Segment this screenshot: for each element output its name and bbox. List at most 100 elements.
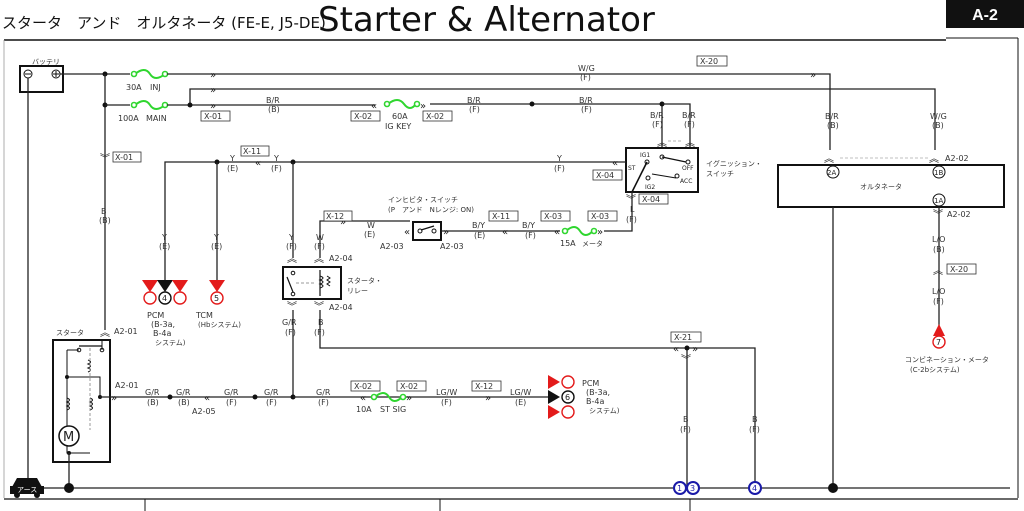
connector-chevron-icon: » bbox=[443, 227, 449, 238]
destination-pcm-4[interactable]: 4 PCM (B-3a, B-4a システム) bbox=[142, 280, 188, 347]
connector-chevron-icon: « bbox=[673, 344, 679, 355]
svg-text:LG/W: LG/W bbox=[436, 388, 457, 397]
svg-text:Y: Y bbox=[288, 233, 294, 242]
connector-x02 bbox=[350, 110, 381, 122]
connector-chevron-icon: » bbox=[692, 344, 698, 355]
connector-chevron-icon: ︽ bbox=[657, 138, 667, 149]
connector-chevron-icon: » bbox=[210, 85, 216, 96]
connector-chevron-icon: ︾ bbox=[626, 194, 636, 206]
motor-icon bbox=[58, 425, 80, 447]
svg-text:(F): (F) bbox=[441, 398, 452, 407]
svg-text:(F): (F) bbox=[271, 164, 282, 173]
connector-chevron-icon: ︽ bbox=[100, 328, 110, 339]
svg-text:G/R: G/R bbox=[224, 388, 239, 397]
wire-label: (F) bbox=[580, 73, 591, 82]
svg-text:(B): (B) bbox=[268, 105, 280, 114]
ground-point-1[interactable]: 1 bbox=[673, 481, 687, 495]
svg-text:(Hbシステム): (Hbシステム) bbox=[198, 321, 241, 329]
svg-text:(E): (E) bbox=[474, 231, 485, 240]
connector-chevron-icon: « bbox=[502, 227, 508, 238]
connector-x12 bbox=[471, 380, 502, 392]
connector-chevron-icon: « bbox=[255, 158, 261, 169]
connector-x11 bbox=[240, 145, 270, 157]
connector-x01 bbox=[200, 110, 231, 122]
svg-text:3: 3 bbox=[690, 484, 695, 493]
ground-point-3[interactable]: 3 bbox=[686, 481, 700, 495]
svg-text:(F): (F) bbox=[652, 120, 663, 129]
svg-text:ACC: ACC bbox=[680, 178, 692, 185]
svg-text:2A: 2A bbox=[827, 169, 836, 177]
y-wire-start-signal bbox=[164, 161, 626, 280]
connector-x02 bbox=[350, 380, 381, 392]
svg-text:B/Y: B/Y bbox=[472, 221, 485, 230]
svg-text:X-11: X-11 bbox=[243, 147, 261, 156]
svg-text:A2-03: A2-03 bbox=[440, 242, 464, 251]
connector-chevron-icon: » bbox=[340, 217, 346, 228]
ground-point-4[interactable]: 4 bbox=[748, 481, 762, 495]
connector-chevron-icon: ︾ bbox=[314, 301, 324, 313]
ignition-switch: IG1 ST OFF ACC IG2 bbox=[625, 147, 699, 193]
connector-x03 bbox=[540, 210, 571, 222]
svg-text:G/R: G/R bbox=[176, 388, 191, 397]
svg-text:A2-02: A2-02 bbox=[947, 210, 971, 219]
inhibitor-switch bbox=[412, 221, 442, 241]
destination-pcm-6[interactable]: 6 PCM (B-3a, B-4a システム) bbox=[548, 375, 620, 419]
svg-text:A2-01: A2-01 bbox=[114, 327, 138, 336]
svg-text:B-4a: B-4a bbox=[586, 397, 604, 406]
svg-text:B: B bbox=[752, 415, 758, 424]
svg-text:1B: 1B bbox=[934, 169, 943, 177]
svg-text:A2-01: A2-01 bbox=[115, 381, 139, 390]
svg-text:(E): (E) bbox=[211, 242, 222, 251]
svg-text:B/R: B/R bbox=[825, 112, 839, 121]
diagram-title: Starter & Alternator bbox=[318, 0, 655, 40]
ground-junction bbox=[828, 483, 838, 493]
starter-motor: M bbox=[52, 339, 111, 463]
svg-text:IG1: IG1 bbox=[640, 152, 650, 159]
fuse-100a-main: 100A MAIN bbox=[118, 100, 169, 123]
connector-chevron-icon: « bbox=[404, 227, 410, 238]
svg-text:X-20: X-20 bbox=[700, 57, 718, 66]
svg-text:システム): システム) bbox=[589, 407, 620, 415]
svg-text:60A: 60A bbox=[392, 112, 408, 121]
battery-label: バッテリ bbox=[32, 58, 60, 66]
svg-text:ST SIG: ST SIG bbox=[380, 405, 406, 414]
svg-text:システム): システム) bbox=[155, 339, 186, 347]
svg-text:コンビネーション・メータ: コンビネーション・メータ bbox=[905, 355, 989, 364]
connector-x03 bbox=[587, 210, 618, 222]
connector-chevron-icon: ︽ bbox=[824, 154, 834, 165]
svg-text:M: M bbox=[63, 430, 74, 445]
svg-text:(F): (F) bbox=[266, 398, 277, 407]
connector-chevron-icon: ︽ bbox=[314, 254, 324, 265]
svg-text:(F): (F) bbox=[318, 398, 329, 407]
svg-text:10A: 10A bbox=[356, 405, 372, 414]
wg-wire-to-alternator-1b bbox=[189, 88, 936, 150]
svg-text:(P アンド Nレンジ: ON): (P アンド Nレンジ: ON) bbox=[388, 206, 474, 214]
destination-tcm-5[interactable]: 5 TCM (Hbシステム) bbox=[195, 280, 241, 329]
svg-text:100A: 100A bbox=[118, 114, 139, 123]
svg-text:A2-04: A2-04 bbox=[329, 303, 353, 312]
connector-chevron-icon: » bbox=[210, 101, 216, 112]
svg-text:L/O: L/O bbox=[932, 235, 945, 244]
svg-text:W: W bbox=[367, 221, 375, 230]
connector-x11 bbox=[488, 210, 519, 222]
svg-text:4: 4 bbox=[162, 294, 167, 303]
connector-chevron-icon: » bbox=[210, 70, 216, 81]
svg-text:Y: Y bbox=[273, 154, 279, 163]
svg-text:(F): (F) bbox=[314, 242, 325, 251]
svg-text:L/O: L/O bbox=[932, 287, 945, 296]
svg-text:G/R: G/R bbox=[316, 388, 331, 397]
svg-text:X-03: X-03 bbox=[591, 212, 609, 221]
connector-chevron-icon: » bbox=[810, 70, 816, 81]
connector-x20 bbox=[696, 55, 728, 67]
fuse-60a-ig-key: « » 60A IG KEY bbox=[371, 99, 426, 131]
svg-text:(E): (E) bbox=[364, 230, 375, 239]
svg-text:B/R: B/R bbox=[579, 96, 593, 105]
svg-text:(B): (B) bbox=[147, 398, 159, 407]
connector-chevron-icon: ︽ bbox=[287, 254, 297, 265]
svg-text:(F): (F) bbox=[285, 328, 296, 337]
connector-x20 bbox=[946, 263, 977, 275]
svg-text:PCM: PCM bbox=[582, 379, 599, 388]
svg-text:X-01: X-01 bbox=[204, 112, 222, 121]
destination-combination-meter-7[interactable]: 7 コンビネーション・メータ (C-2bシステム) bbox=[905, 324, 989, 374]
svg-text:(E): (E) bbox=[515, 398, 526, 407]
